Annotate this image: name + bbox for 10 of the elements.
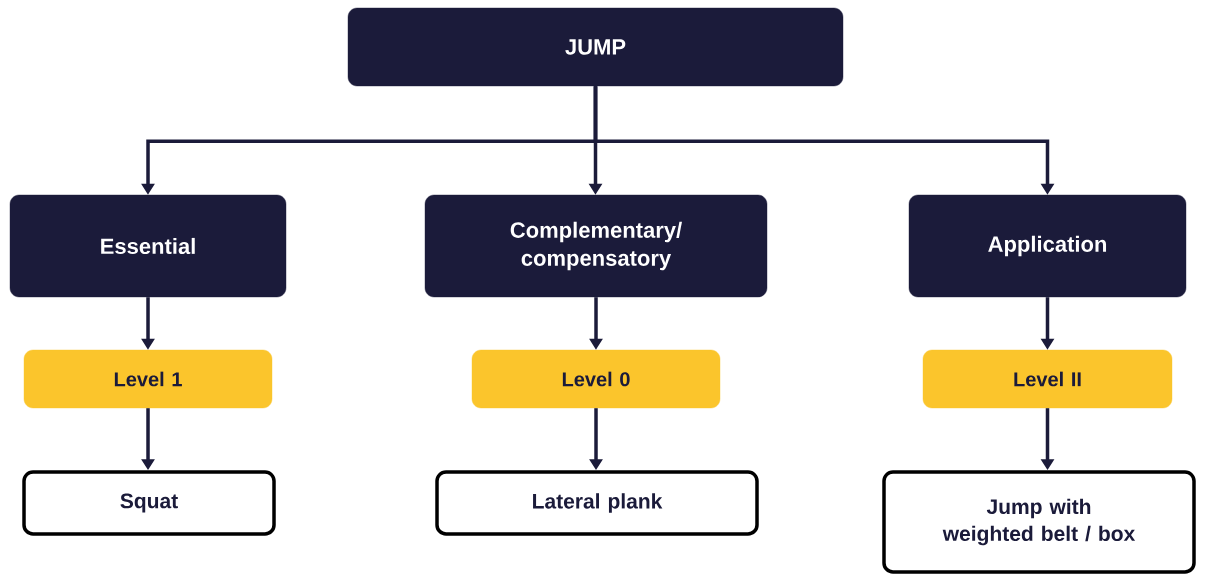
exercise-box: Squat — [22, 470, 276, 536]
exercise-box: Lateral plank — [435, 470, 759, 536]
category-box: JUMP — [347, 7, 844, 87]
level-box: Level II — [922, 349, 1173, 409]
level-box: Level 0 — [471, 349, 721, 409]
level-box: Level 1 — [23, 349, 273, 409]
category-box: Essential — [9, 194, 287, 298]
category-box: Complementary/ compensatory — [424, 194, 768, 298]
category-box: Application — [908, 194, 1187, 298]
exercise-box: Jump with weighted belt / box — [882, 470, 1196, 574]
